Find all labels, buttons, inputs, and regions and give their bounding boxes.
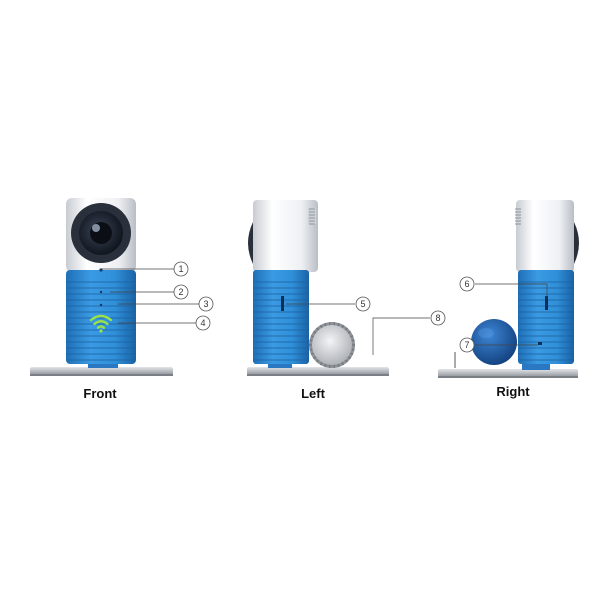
knob-tooth: [350, 335, 354, 338]
knob-tooth: [319, 362, 323, 366]
callout-2: 2: [173, 284, 189, 300]
knob-tooth: [316, 359, 320, 363]
left-side-slot: [281, 296, 284, 311]
left-view: [247, 200, 430, 376]
knob-tooth: [351, 339, 355, 342]
knob-tooth: [347, 356, 351, 360]
knob-tooth: [324, 322, 327, 327]
right-base: [438, 369, 578, 377]
right-vent: [515, 208, 521, 225]
right-reset-hole: [538, 342, 542, 345]
right-mount-knob: [471, 319, 517, 365]
right-label: Right: [496, 384, 530, 399]
left-base: [247, 367, 389, 375]
knob-tooth: [309, 339, 313, 342]
knob-tooth: [337, 363, 340, 368]
front-mic-dot: [99, 268, 103, 272]
left-body: [253, 270, 309, 364]
right-body: [518, 270, 574, 364]
knob-tooth: [341, 362, 345, 366]
front-label: Front: [83, 386, 117, 401]
callout-4: 4: [195, 315, 211, 331]
left-body-ribs: [253, 281, 309, 361]
knob-tooth: [337, 322, 340, 327]
right-stem: [522, 362, 550, 370]
front-body-ribs: [66, 281, 136, 361]
svg-text:6: 6: [464, 279, 469, 289]
callout-3: 3: [198, 296, 214, 312]
knob-tooth: [313, 356, 317, 360]
svg-text:2: 2: [178, 287, 183, 297]
knob-tooth: [347, 330, 351, 334]
callout-8: 8: [430, 310, 446, 326]
svg-text:7: 7: [464, 340, 469, 350]
front-dot-3: [99, 303, 103, 307]
knob-tooth: [316, 327, 320, 331]
knob-tooth: [344, 327, 348, 331]
left-mount-knob: [309, 322, 355, 368]
svg-text:8: 8: [435, 313, 440, 323]
callout-7: 7: [459, 337, 475, 353]
callout-6: 6: [459, 276, 475, 292]
callout-1: 1: [173, 261, 189, 277]
left-label: Left: [301, 386, 325, 401]
right-view: [438, 200, 579, 378]
knob-tooth: [319, 324, 323, 328]
knob-tooth: [324, 363, 327, 368]
knob-tooth: [341, 324, 345, 328]
right-head: [516, 200, 574, 272]
front-view: [30, 198, 199, 376]
knob-tooth: [313, 330, 317, 334]
knob-tooth: [310, 352, 314, 355]
left-head: [253, 200, 318, 272]
front-dot-2: [99, 290, 103, 294]
knob-tooth: [350, 352, 354, 355]
svg-text:5: 5: [360, 299, 365, 309]
svg-text:1: 1: [178, 264, 183, 274]
knob-tooth: [351, 348, 355, 351]
callout-5: 5: [355, 296, 371, 312]
svg-text:4: 4: [200, 318, 205, 328]
knob-tooth: [310, 335, 314, 338]
svg-text:3: 3: [203, 299, 208, 309]
left-vent: [309, 208, 315, 225]
right-side-port: [545, 296, 548, 310]
front-base: [30, 367, 173, 375]
knob-tooth: [309, 348, 313, 351]
knob-tooth: [344, 359, 348, 363]
wifi-icon: [89, 314, 113, 333]
